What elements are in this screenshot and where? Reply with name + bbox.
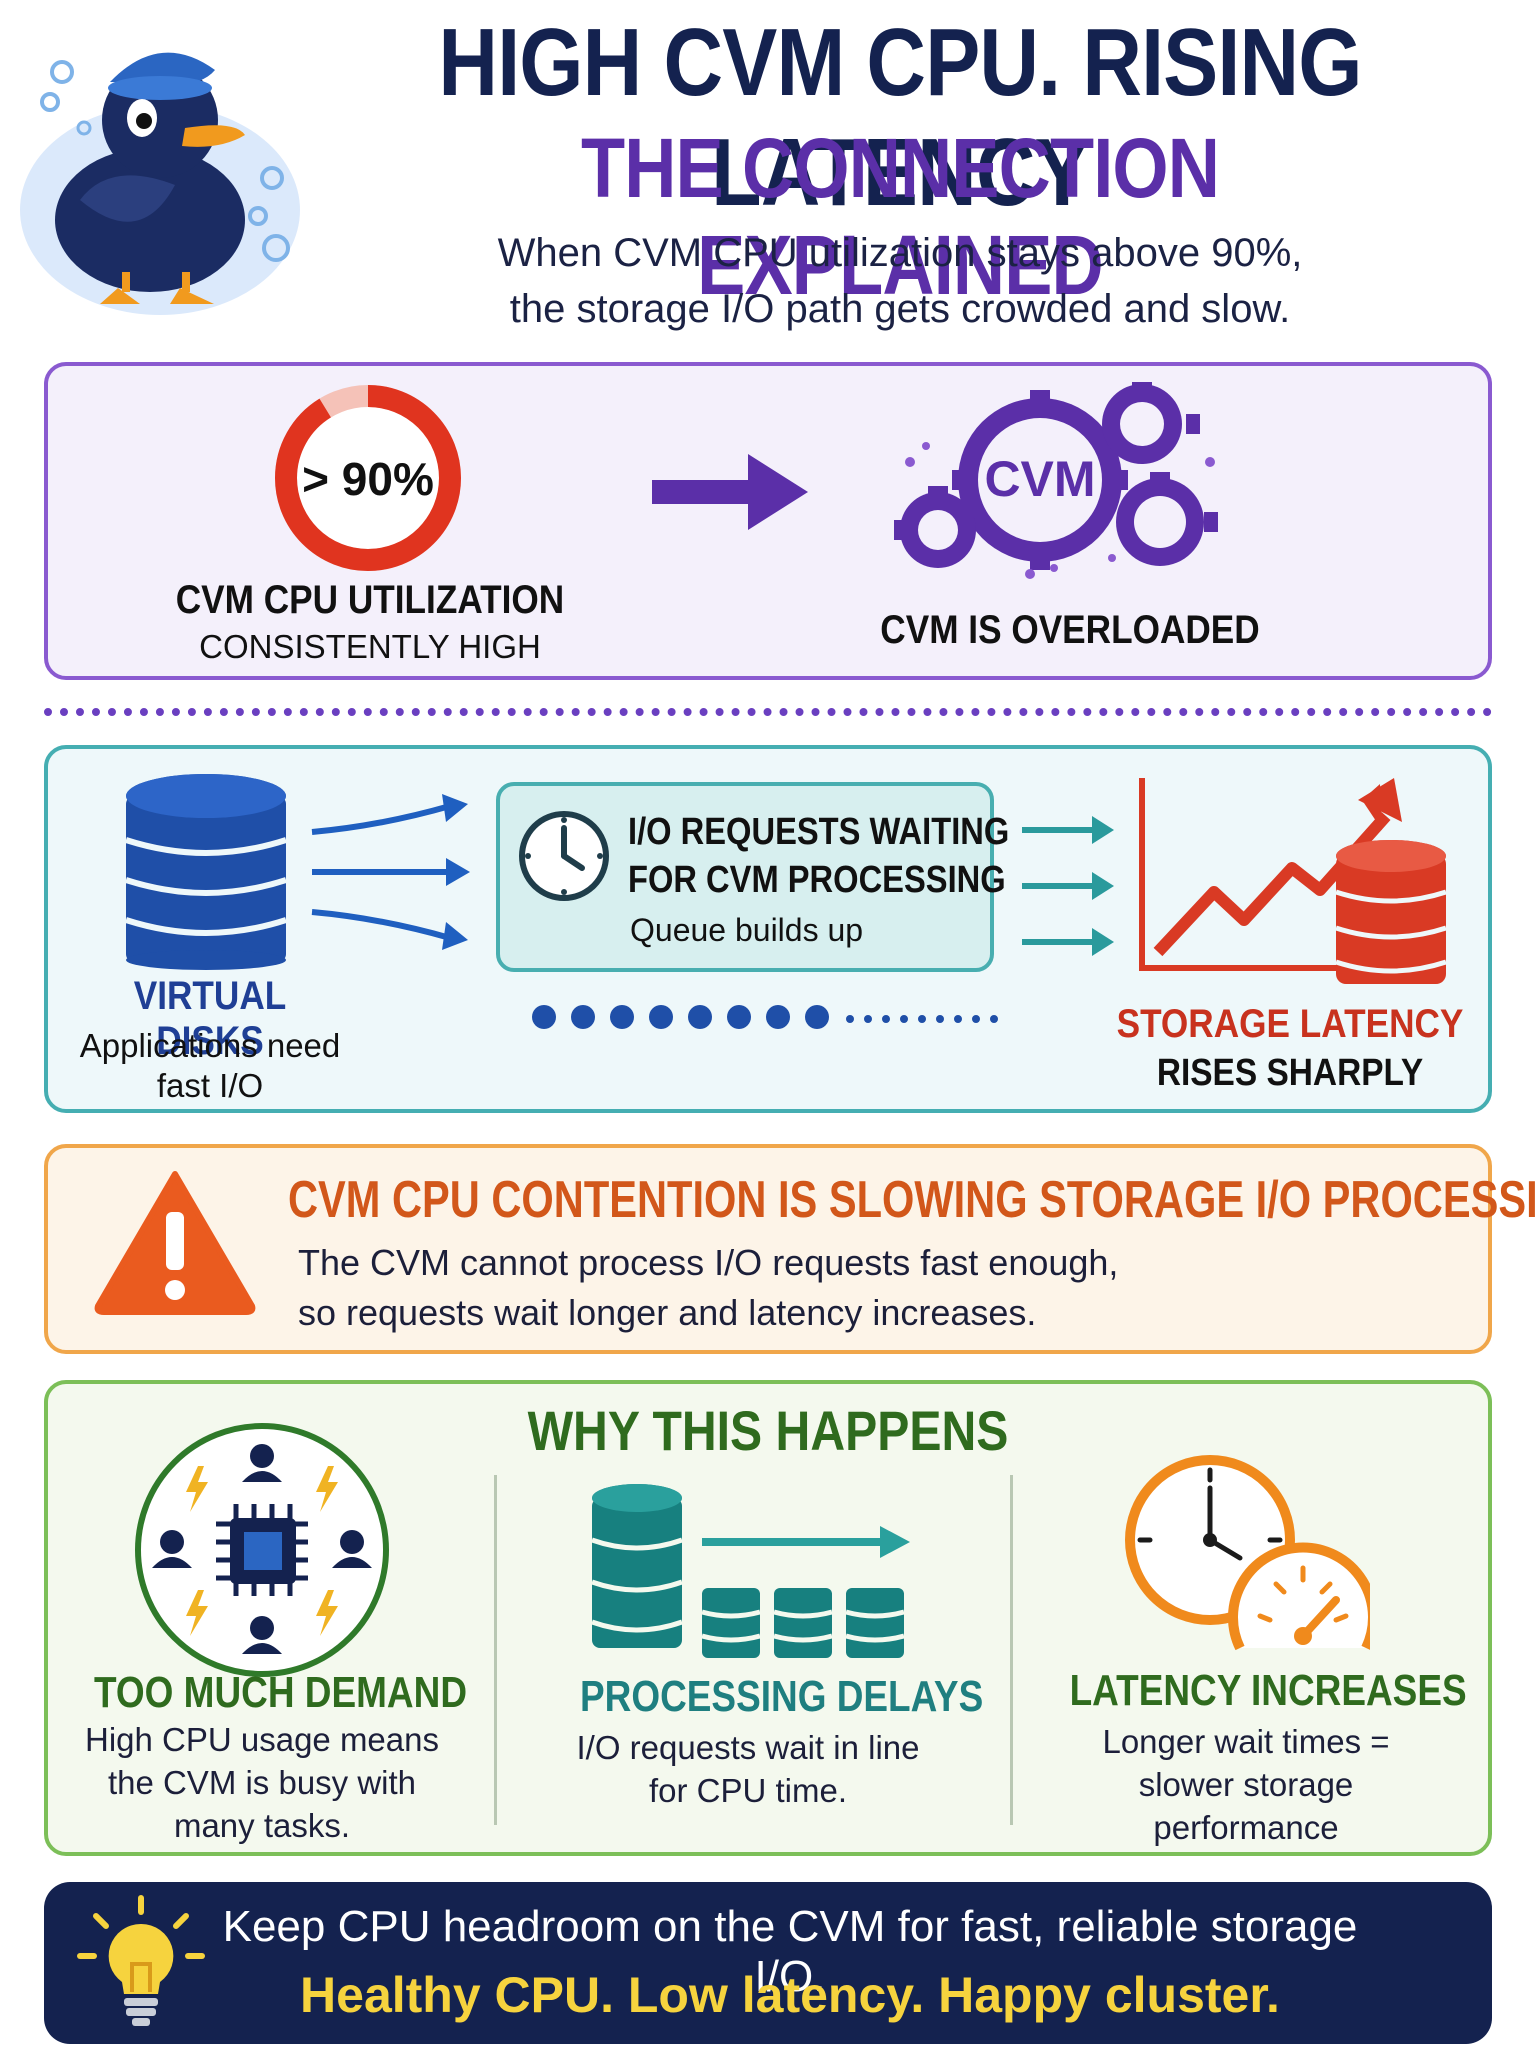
warning-icon — [92, 1166, 258, 1316]
why-col-3-line-2: slower storage — [1138, 1766, 1354, 1803]
page-subtitle: THE CONNECTION EXPLAINED — [580, 121, 1220, 312]
why-col-2-title: PROCESSING DELAYS — [580, 1672, 984, 1721]
column-divider — [1010, 1475, 1013, 1825]
queue-subtitle: Queue builds up — [630, 912, 864, 948]
why-col-3-line-3: performance — [1153, 1809, 1339, 1846]
warning-body-line-1: The CVM cannot process I/O requests fast… — [298, 1242, 1119, 1283]
why-col-1-title: TOO MUCH DEMAND — [94, 1668, 468, 1717]
why-title: WHY THIS HAPPENS — [527, 1399, 1009, 1462]
warning-body-line-2: so requests wait longer and latency incr… — [298, 1292, 1037, 1333]
cpu-demand-icon — [132, 1420, 392, 1680]
why-col-2-line-2: for CPU time. — [648, 1772, 848, 1809]
intro-line-1: When CVM CPU utilization stays above 90%… — [497, 231, 1303, 275]
storage-latency-label: STORAGE LATENCY — [1116, 1002, 1464, 1046]
cpu-gauge-icon — [272, 382, 464, 574]
processing-queue-icon — [584, 1478, 914, 1668]
queue-dots-icon — [530, 1002, 1010, 1032]
why-col-1-line-2: the CVM is busy with — [107, 1764, 417, 1801]
arrow-right-icon — [652, 452, 812, 532]
tip-banner — [44, 1882, 1492, 2044]
why-col-2-body: I/O requests wait in line for CPU time. — [548, 1726, 948, 1812]
clock-icon — [516, 808, 612, 904]
warning-panel — [44, 1144, 1492, 1354]
section-divider — [44, 708, 1492, 716]
database-icon — [120, 770, 292, 970]
page-title: HIGH CVM CPU. RISING LATENCY — [438, 9, 1362, 226]
why-col-2-line-1: I/O requests wait in line — [576, 1729, 920, 1766]
why-col-1-body: High CPU usage means the CVM is busy wit… — [62, 1718, 462, 1847]
queue-title-line-2: FOR CVM PROCESSING — [628, 859, 1006, 901]
cpu-utilization-label: CVM CPU UTILIZATION — [175, 578, 565, 622]
inflow-arrows-icon — [310, 792, 470, 952]
virtual-disks-sublabel-line-1: Applications need — [79, 1027, 341, 1064]
cvm-label: CVM — [984, 451, 1096, 507]
virtual-disks-label: VIRTUAL DISKS — [133, 974, 287, 1063]
cvm-overloaded-label: CVM IS OVERLOADED — [880, 608, 1260, 652]
intro-text: When CVM CPU utilization stays above 90%… — [360, 225, 1440, 337]
outflow-arrows-icon — [1020, 810, 1116, 960]
intro-line-2: the storage I/O path gets crowded and sl… — [509, 287, 1291, 331]
queue-title-line-1: I/O REQUESTS WAITING — [628, 811, 1010, 853]
tip-line-2: Healthy CPU. Low latency. Happy cluster. — [300, 1967, 1280, 2023]
latency-trend-icon — [1136, 772, 1456, 988]
why-col-1-line-3: many tasks. — [173, 1807, 351, 1844]
why-col-3-body: Longer wait times = slower storage perfo… — [1036, 1720, 1456, 1849]
overload-panel — [44, 362, 1492, 680]
why-col-3-line-1: Longer wait times = — [1102, 1723, 1390, 1760]
cvm-gears-icon — [890, 382, 1230, 582]
virtual-disks-sublabel-line-2: fast I/O — [156, 1067, 264, 1104]
virtual-disks-sublabel: Applications need fast I/O — [40, 1026, 380, 1106]
latency-clock-gauge-icon — [1120, 1448, 1378, 1668]
warning-title: CVM CPU CONTENTION IS SLOWING STORAGE I/… — [288, 1171, 1536, 1229]
tip-line-1: Keep CPU headroom on the CVM for fast, r… — [222, 1902, 1358, 2001]
storage-latency-sublabel: RISES SHARPLY — [1156, 1052, 1424, 1094]
column-divider — [494, 1475, 497, 1825]
lightbulb-icon — [76, 1894, 206, 2034]
why-col-3-title: LATENCY INCREASES — [1069, 1666, 1467, 1715]
duck-mascot-illustration — [10, 10, 310, 320]
why-col-1-line-1: High CPU usage means — [84, 1721, 439, 1758]
warning-body: The CVM cannot process I/O requests fast… — [298, 1238, 1398, 1338]
cpu-utilization-sublabel: CONSISTENTLY HIGH — [199, 628, 541, 665]
queue-title: I/O REQUESTS WAITING FOR CVM PROCESSING — [628, 808, 1010, 904]
gauge-value: > 90% — [302, 453, 434, 505]
